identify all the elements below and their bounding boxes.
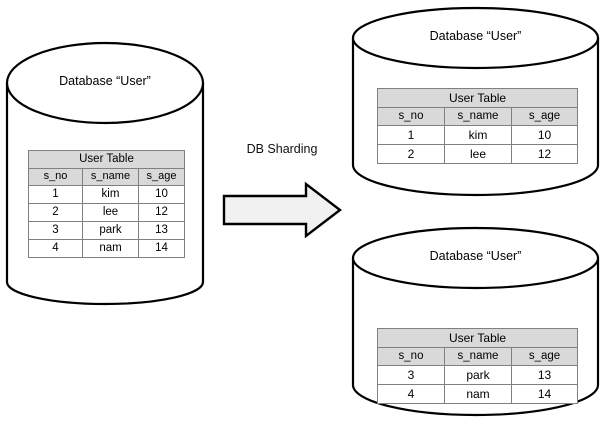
cell-s-name: kim <box>444 125 512 145</box>
cell-s-age: 14 <box>137 239 186 258</box>
table-row: 2 lee 12 <box>28 203 186 222</box>
cell-s-no: 1 <box>377 125 445 145</box>
table-title-row: User Table <box>376 88 579 108</box>
column-header-s-name: s_name <box>82 168 139 186</box>
table-header-row: s_no s_name s_age <box>377 347 579 366</box>
cell-s-no: 4 <box>28 239 83 258</box>
cell-s-age: 12 <box>137 203 186 222</box>
table-row: 1 kim 10 <box>28 185 186 204</box>
table-row: 3 park 13 <box>377 365 579 385</box>
cell-s-name: lee <box>444 144 512 164</box>
shard1-cylinder-top-ellipse <box>351 6 600 70</box>
source-database-label: Database “User” <box>59 74 151 88</box>
cell-s-name: park <box>82 221 139 240</box>
cell-s-no: 4 <box>377 384 445 404</box>
column-header-s-no: s_no <box>377 107 445 126</box>
right-block-arrow-icon <box>222 181 342 239</box>
cell-s-no: 1 <box>28 185 83 204</box>
source-cylinder-top-ellipse <box>5 41 205 125</box>
cell-s-no: 3 <box>377 365 445 385</box>
cell-s-no: 2 <box>377 144 445 164</box>
cell-s-age: 10 <box>510 125 579 145</box>
cell-s-no: 3 <box>28 221 83 240</box>
cell-s-age: 10 <box>137 185 186 204</box>
column-header-s-no: s_no <box>377 347 445 366</box>
column-header-s-name: s_name <box>444 107 512 126</box>
cell-s-age: 12 <box>510 144 579 164</box>
cell-s-name: nam <box>82 239 139 258</box>
table-row: 2 lee 12 <box>377 144 579 164</box>
table-header-row: s_no s_name s_age <box>377 107 579 126</box>
shard2-cylinder-top-ellipse <box>351 226 600 290</box>
table-title: User Table <box>27 150 186 169</box>
cell-s-age: 13 <box>137 221 186 240</box>
cell-s-name: park <box>444 365 512 385</box>
column-header-s-age: s_age <box>137 168 186 186</box>
sharding-operation-label: DB Sharding <box>246 142 318 156</box>
cell-s-name: kim <box>82 185 139 204</box>
table-row: 4 nam 14 <box>28 239 186 258</box>
cell-s-no: 2 <box>28 203 83 222</box>
table-header-row: s_no s_name s_age <box>28 168 186 186</box>
source-database-user-table: User Table s_no s_name s_age 1 kim 10 2 … <box>27 150 186 258</box>
column-header-s-no: s_no <box>28 168 83 186</box>
shard2-database-label: Database “User” <box>429 249 522 263</box>
table-row: 1 kim 10 <box>377 125 579 145</box>
table-row: 4 nam 14 <box>377 384 579 404</box>
column-header-s-name: s_name <box>444 347 512 366</box>
table-title: User Table <box>376 328 579 348</box>
table-title-row: User Table <box>376 328 579 348</box>
cell-s-name: lee <box>82 203 139 222</box>
cell-s-name: nam <box>444 384 512 404</box>
shard1-user-table: User Table s_no s_name s_age 1 kim 10 2 … <box>376 88 579 164</box>
shard2-user-table: User Table s_no s_name s_age 3 park 13 4… <box>376 328 579 404</box>
table-row: 3 park 13 <box>28 221 186 240</box>
table-title: User Table <box>376 88 579 108</box>
column-header-s-age: s_age <box>510 347 579 366</box>
shard1-database-label: Database “User” <box>429 29 522 43</box>
column-header-s-age: s_age <box>510 107 579 126</box>
cell-s-age: 13 <box>510 365 579 385</box>
table-title-row: User Table <box>27 150 186 169</box>
cell-s-age: 14 <box>510 384 579 404</box>
